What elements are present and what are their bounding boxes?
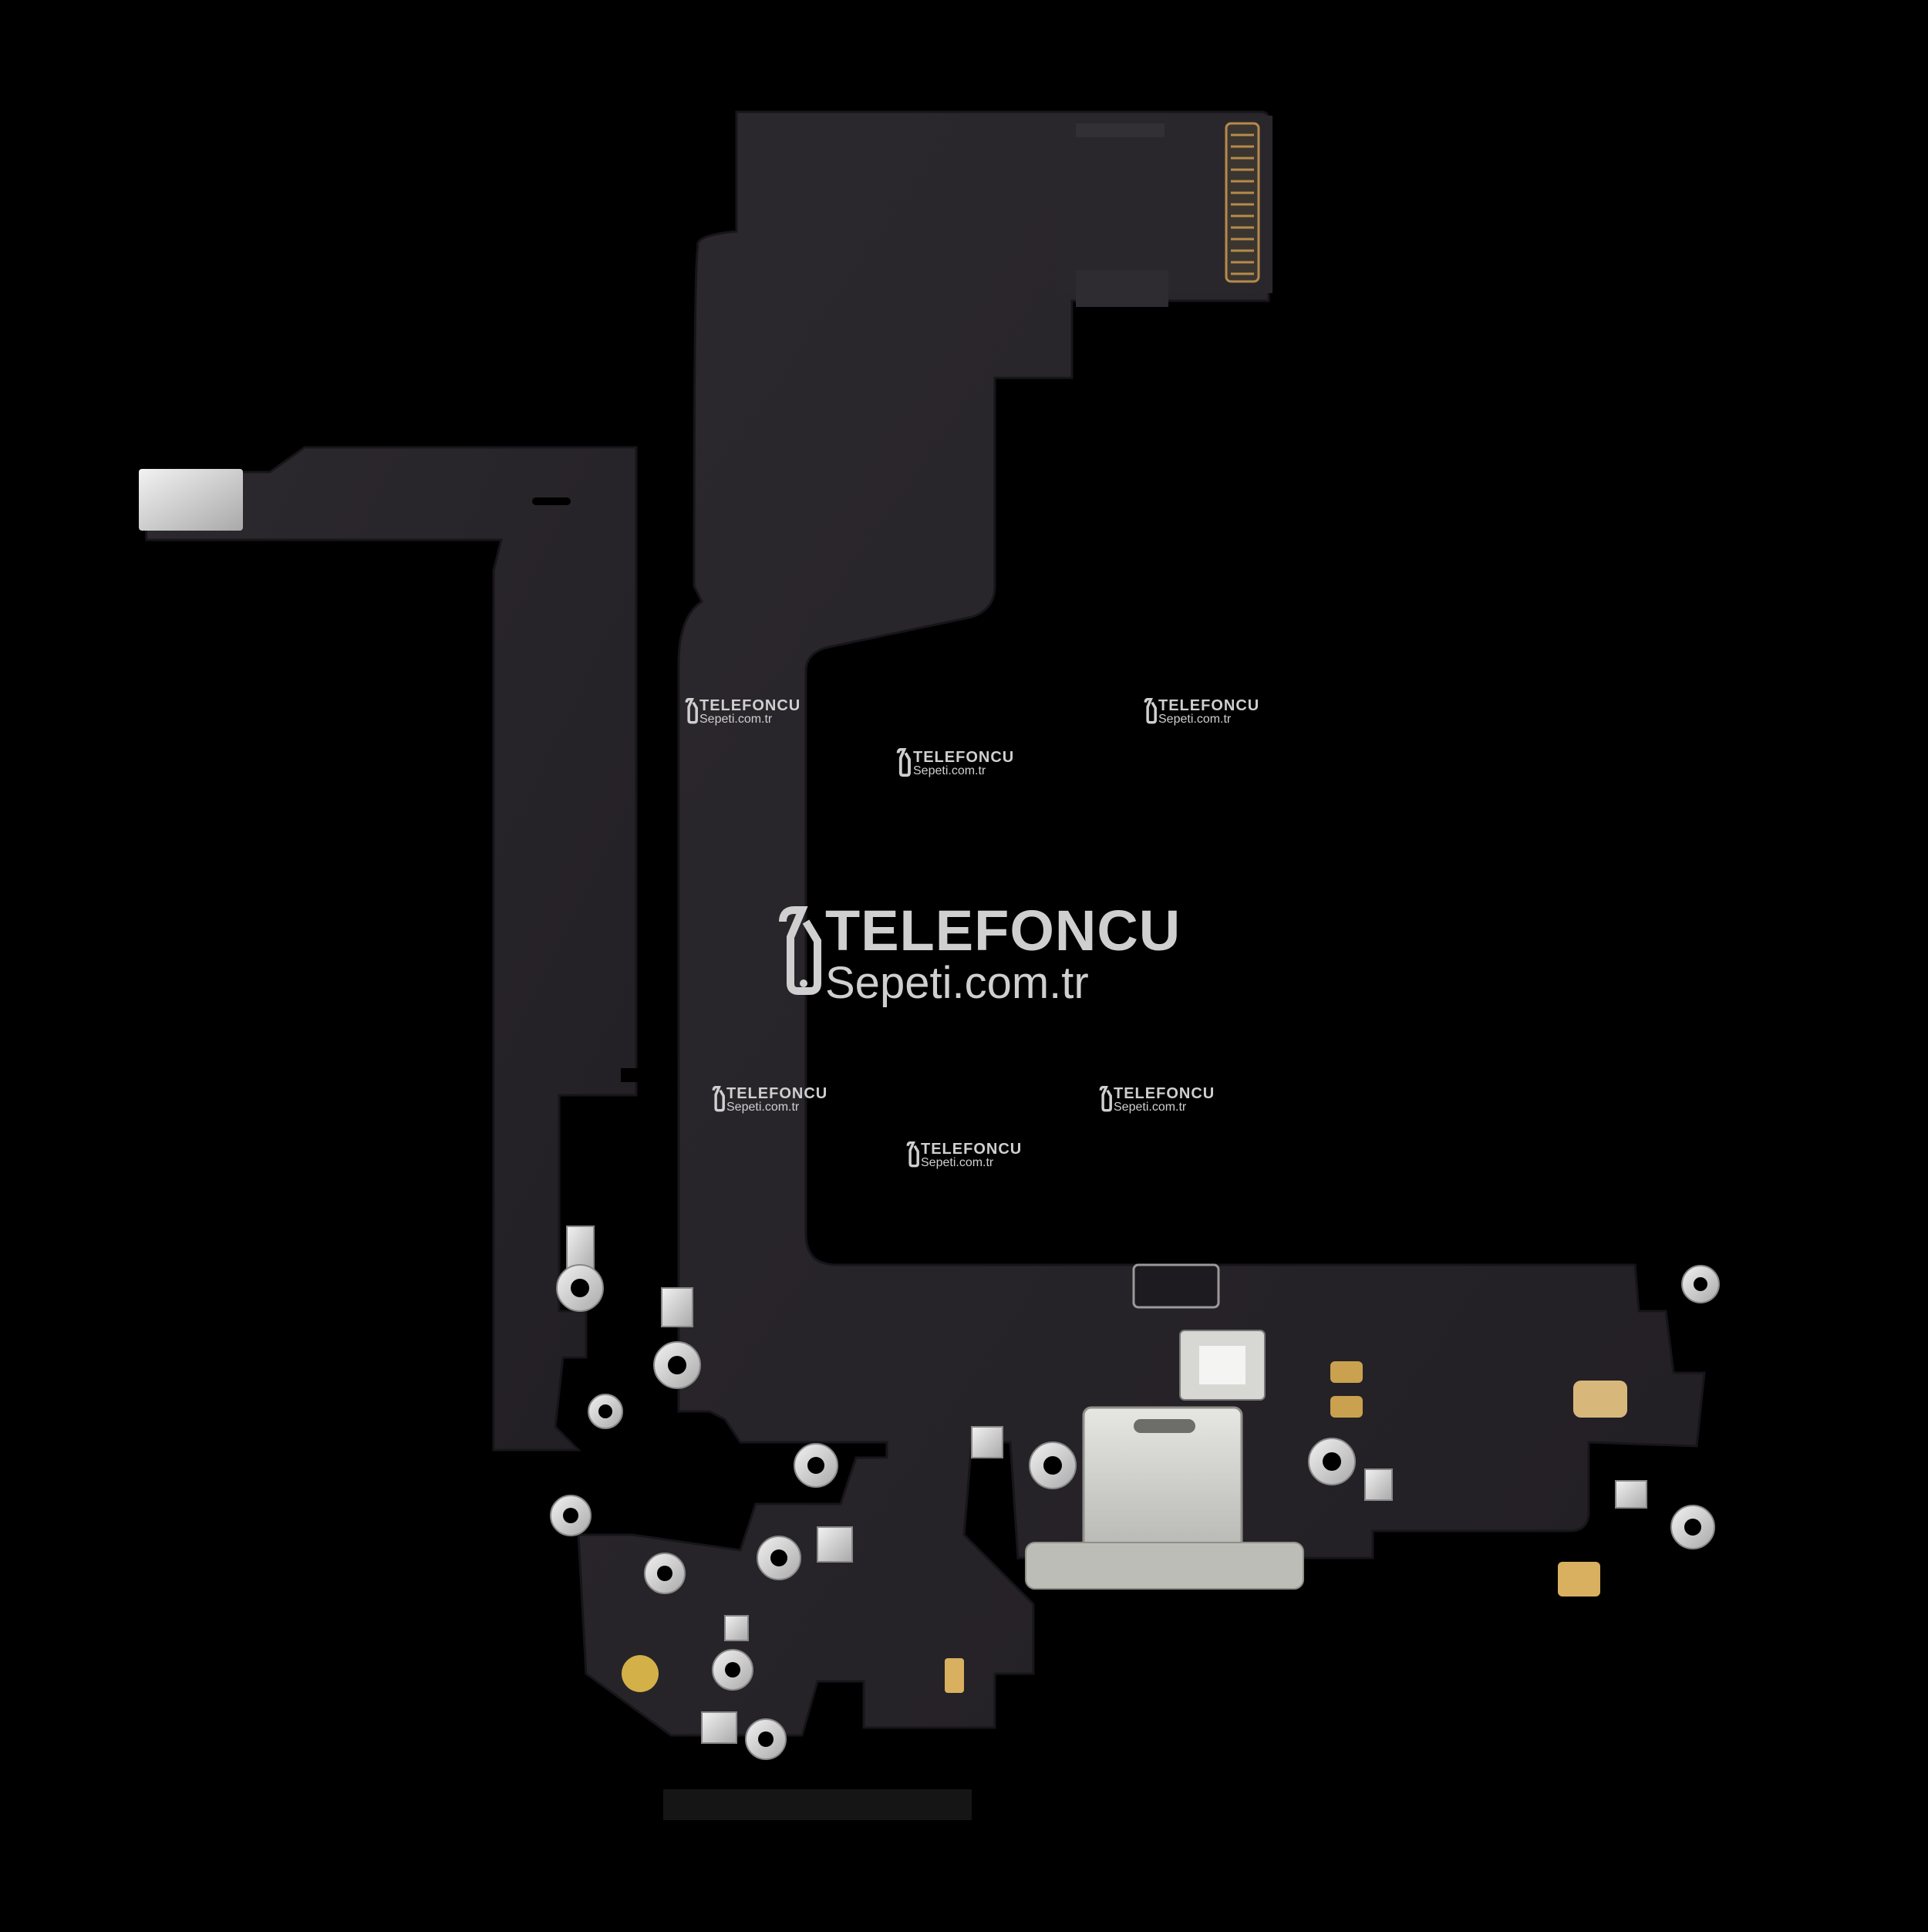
watermark-brand: TELEFONCU bbox=[921, 1141, 1023, 1158]
watermark-domain: Sepeti.com.tr bbox=[921, 1156, 994, 1169]
watermark-brand: TELEFONCU bbox=[1114, 1085, 1215, 1102]
left-arm-metal-plate bbox=[139, 469, 243, 531]
left-arm-slot bbox=[532, 497, 571, 505]
ring-holes bbox=[563, 1277, 1707, 1747]
left-arm-notch-1 bbox=[621, 1068, 640, 1082]
watermark-brand: TELEFONCU bbox=[699, 697, 801, 714]
small-connector bbox=[1132, 1263, 1220, 1309]
phone-logo-icon bbox=[1144, 698, 1157, 724]
phone-logo-icon bbox=[685, 698, 698, 724]
mic-chip bbox=[1199, 1346, 1245, 1384]
left-arm-notch-2 bbox=[621, 1149, 652, 1172]
reflection bbox=[663, 1789, 972, 1820]
usb-c-opening bbox=[1134, 1419, 1195, 1433]
board-to-board-connector bbox=[1225, 122, 1260, 283]
connector-pins bbox=[1231, 133, 1254, 275]
watermark-domain: Sepeti.com.tr bbox=[913, 764, 986, 777]
connector-stiffener bbox=[1076, 123, 1165, 137]
phone-logo-icon bbox=[712, 1086, 725, 1112]
yellow-pad-left bbox=[622, 1655, 659, 1692]
watermark-domain: Sepeti.com.tr bbox=[1158, 713, 1232, 726]
gold-mic-bottom bbox=[945, 1658, 964, 1693]
gold-mic-bottom-right bbox=[1558, 1562, 1600, 1597]
watermark-brand: TELEFONCU bbox=[913, 749, 1015, 766]
phone-logo-icon bbox=[779, 905, 821, 995]
phone-logo-icon bbox=[896, 748, 911, 777]
watermark-brand: TELEFONCU bbox=[825, 899, 1181, 963]
watermark-brand: TELEFONCU bbox=[1158, 697, 1260, 714]
gold-contact-2 bbox=[1330, 1396, 1363, 1418]
watermark-domain: Sepeti.com.tr bbox=[1114, 1101, 1187, 1114]
left-flex-arm bbox=[141, 446, 638, 1452]
watermark-domain: Sepeti.com.tr bbox=[699, 713, 773, 726]
gold-pad-right bbox=[1573, 1381, 1627, 1418]
phone-logo-icon bbox=[906, 1141, 919, 1168]
watermark-domain: Sepeti.com.tr bbox=[825, 958, 1089, 1008]
usb-c-port-flange bbox=[1025, 1542, 1304, 1590]
connector-dotted-pad bbox=[1076, 270, 1168, 307]
watermark-brand: TELEFONCU bbox=[726, 1085, 828, 1102]
phone-logo-icon bbox=[1099, 1086, 1112, 1112]
gold-contact-1 bbox=[1330, 1361, 1363, 1383]
watermark-large: TELEFONCU Sepeti.com.tr bbox=[771, 902, 1181, 1006]
watermark-domain: Sepeti.com.tr bbox=[726, 1101, 800, 1114]
